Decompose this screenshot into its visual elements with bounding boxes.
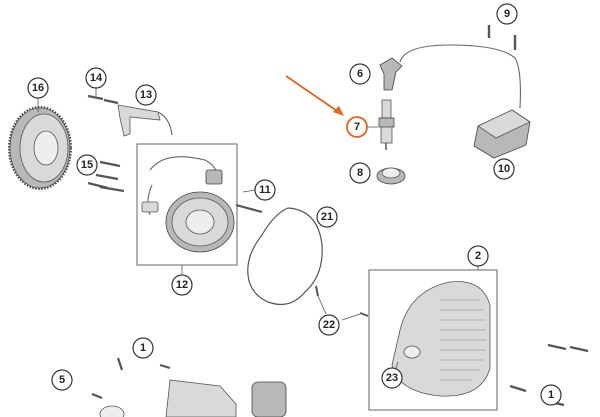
svg-text:8: 8 [357,167,363,179]
callout-15: 15 [76,154,98,176]
svg-text:13: 13 [140,89,152,101]
svg-text:21: 21 [321,211,333,223]
callout-1-bottom: 1 [132,337,154,359]
bracket [117,104,173,137]
callout-10: 10 [493,158,515,180]
svg-text:10: 10 [498,163,510,175]
svg-text:12: 12 [176,279,188,291]
gasket [247,207,323,305]
dowel-pins [315,285,369,321]
svg-text:1: 1 [548,389,554,401]
spark-plug [378,99,395,150]
callout-16: 16 [27,77,49,99]
svg-text:5: 5 [59,374,65,386]
callout-22: 22 [318,314,340,336]
svg-text:2: 2 [475,250,481,262]
highlight-arrow [285,75,344,116]
callout-7: 7 [346,116,368,138]
callout-5: 5 [51,369,73,391]
ignition-cover [368,269,498,411]
svg-text:14: 14 [90,72,103,84]
starter-motor [91,357,287,417]
screw-set [87,160,125,193]
svg-text:22: 22 [323,319,335,331]
svg-text:6: 6 [357,68,363,80]
spark-plug-connector [379,44,521,109]
svg-text:11: 11 [259,184,271,196]
ignition-coil [473,109,531,159]
svg-text:23: 23 [386,372,398,384]
seal-ring [376,167,406,185]
callout-1-lower-right: 1 [540,384,562,406]
screws-9 [487,25,517,50]
callout-12: 12 [171,274,193,296]
flywheel [8,106,72,190]
svg-text:16: 16 [32,82,44,94]
svg-text:15: 15 [81,159,93,171]
svg-text:1: 1 [140,342,146,354]
callout-9: 9 [496,3,518,25]
stator [141,156,263,253]
svg-text:7: 7 [354,121,360,133]
callout-21: 21 [316,206,338,228]
callout-11: 11 [254,179,276,201]
callout-14: 14 [85,67,107,89]
callout-13: 13 [135,84,157,106]
svg-text:9: 9 [504,8,510,20]
callout-23: 23 [381,367,403,389]
callout-2: 2 [467,245,489,267]
callout-8: 8 [349,162,371,184]
callout-6: 6 [349,63,371,85]
bolt-set [87,94,119,105]
